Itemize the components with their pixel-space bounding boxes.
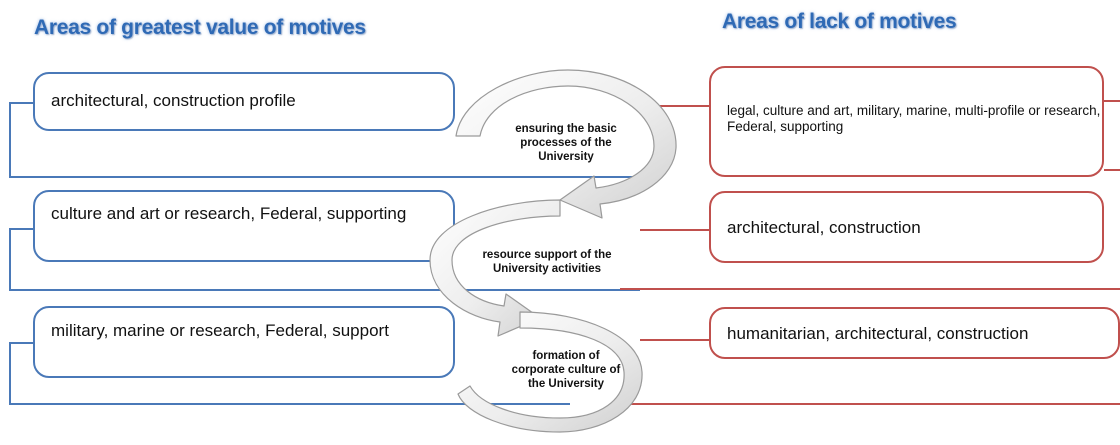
heading-lack-of-motives: Areas of lack of motives bbox=[722, 10, 957, 33]
lack-area-box: architectural, construction bbox=[709, 191, 1104, 263]
stage-label-basic-processes: ensuring the basic processes of the Univ… bbox=[515, 123, 617, 164]
value-area-box: architectural, construction profile bbox=[33, 72, 455, 131]
cycle-arrow-icon bbox=[429, 199, 561, 337]
left-bracket-0 bbox=[9, 102, 640, 178]
value-area-box: culture and art or research, Federal, su… bbox=[33, 190, 455, 262]
cycle-arrows bbox=[429, 69, 677, 433]
lack-area-box: humanitarian, architectural, constructio… bbox=[709, 307, 1120, 359]
value-area-box: military, marine or research, Federal, s… bbox=[33, 306, 455, 378]
lack-area-box: legal, culture and art, military, marine… bbox=[709, 66, 1104, 177]
left-bracket-2 bbox=[9, 342, 570, 405]
stage-label-resource-support: resource support of the University activ… bbox=[482, 249, 612, 276]
heading-greatest-value: Areas of greatest value of motives bbox=[34, 16, 366, 39]
cycle-arrow-icon bbox=[455, 69, 677, 219]
stage-label-corporate-culture: formation of corporate culture of the Un… bbox=[511, 350, 621, 391]
left-bracket-1 bbox=[9, 228, 640, 291]
cycle-arrow-icon bbox=[457, 311, 643, 433]
